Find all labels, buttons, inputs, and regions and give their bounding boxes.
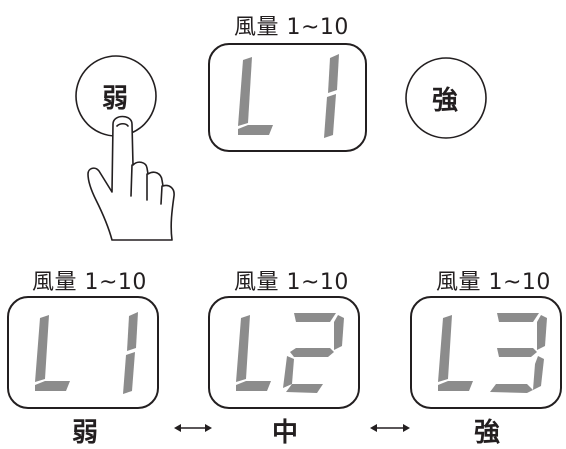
panel-2-level-label: 中 xyxy=(272,418,299,448)
strong-button-circle[interactable] xyxy=(405,57,487,139)
hand-pointer-icon xyxy=(87,115,175,241)
weak-button-label: 弱 xyxy=(102,84,129,114)
top-range-label: 風量 1~10 xyxy=(234,15,349,40)
panel-2-digits xyxy=(236,313,344,393)
panel-1-range-label: 風量 1~10 xyxy=(32,270,147,295)
panel-1-digits xyxy=(35,312,138,394)
arrow-mid-strong-icon xyxy=(370,424,410,432)
panel-2-frame xyxy=(208,296,360,409)
top-display-frame xyxy=(208,43,367,152)
panel-1-level-label: 弱 xyxy=(72,418,99,448)
panel-3-digits xyxy=(438,313,547,393)
panel-2-range-label: 風量 1~10 xyxy=(234,270,349,295)
top-display-digits xyxy=(238,54,339,138)
panel-3-range-label: 風量 1~10 xyxy=(436,270,551,295)
panel-3-level-label: 強 xyxy=(474,418,501,448)
arrow-weak-mid-icon xyxy=(174,424,212,432)
strong-button-label: 強 xyxy=(432,86,459,116)
